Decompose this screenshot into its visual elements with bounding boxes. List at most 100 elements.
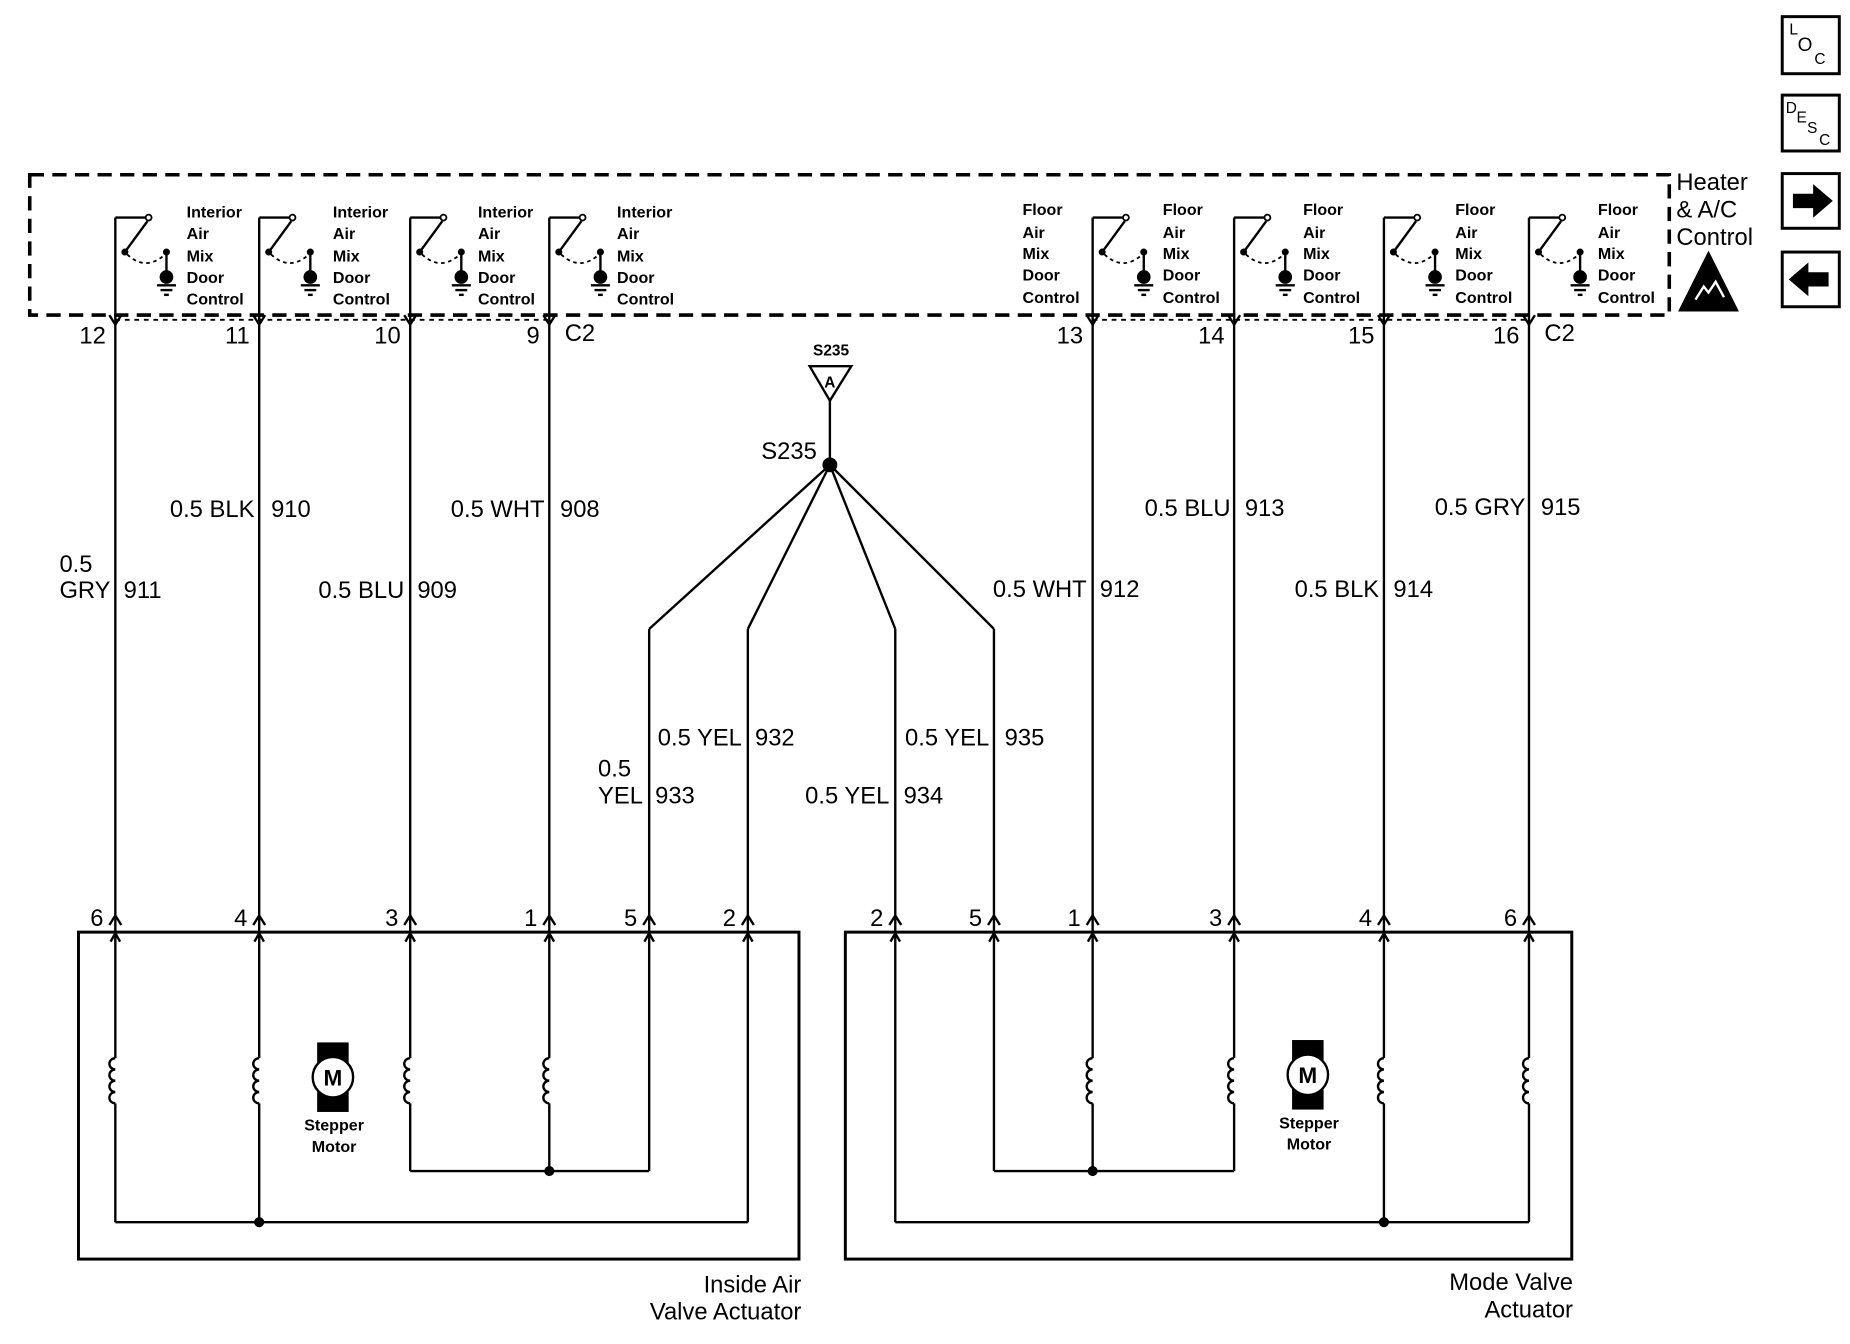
switch-label-line: Air xyxy=(1163,224,1185,242)
switch-label-line: Control xyxy=(333,290,390,308)
switch-label-line: Air xyxy=(1303,224,1325,242)
switch-ground-node xyxy=(159,270,174,284)
switch-label-line: Mix xyxy=(617,248,644,266)
actuator-name-line: Inside Air xyxy=(704,1271,802,1298)
switch-linkage xyxy=(270,252,311,264)
connector-name: C2 xyxy=(1544,320,1574,347)
splice-branch xyxy=(648,463,831,630)
actuator-pin-number: 1 xyxy=(524,905,537,932)
wire-circuit-number: 933 xyxy=(655,783,695,810)
switch-linkage xyxy=(560,252,602,264)
wire-size-color: 0.5 xyxy=(598,755,631,782)
motor-label: Motor xyxy=(312,1138,357,1156)
motor-label: Stepper xyxy=(304,1117,364,1135)
switch-label-line: Door xyxy=(1022,267,1059,285)
switch-label-line: Mix xyxy=(1022,245,1049,263)
switch-pivot xyxy=(265,248,273,256)
stepper-motor: M Stepper Motor xyxy=(304,1042,364,1156)
switch-linkage xyxy=(1245,252,1286,264)
desc-button-frame xyxy=(1780,93,1841,153)
switch-ground-node xyxy=(1428,270,1442,284)
esd-hand-mark xyxy=(1694,279,1726,301)
switch-label-line: Mix xyxy=(187,248,214,266)
switch-label-line: Floor xyxy=(1455,201,1495,219)
connector-terminal xyxy=(1085,314,1100,327)
wire-size-color: 0.5 YEL xyxy=(805,783,889,810)
actuator-pin-number: 3 xyxy=(385,905,398,932)
left-arrow-icon xyxy=(1788,262,1829,297)
wire-size-color: 0.5 WHT xyxy=(451,496,545,523)
wire-circuit-number: 935 xyxy=(1005,724,1045,751)
switch-label-line: Mix xyxy=(478,248,505,266)
switch-label-line: Door xyxy=(617,269,654,287)
connector-terminal xyxy=(1376,314,1391,327)
switch-label-line: Air xyxy=(478,225,500,243)
switch-label-line: Control xyxy=(1598,289,1655,307)
actuator-pin-number: 5 xyxy=(969,905,982,932)
switch-linkage xyxy=(421,252,462,264)
ground-icon xyxy=(1134,284,1154,297)
switch-label-line: Door xyxy=(187,269,224,287)
coil-winding xyxy=(542,1056,550,1105)
desc-letter: S xyxy=(1807,120,1817,137)
desc-button[interactable]: D E S C xyxy=(1780,93,1841,153)
coil-winding xyxy=(1227,1056,1235,1105)
coil-winding xyxy=(108,1056,116,1105)
actuator-pin-number: 6 xyxy=(1504,905,1517,932)
switch-contact-point xyxy=(1558,213,1567,222)
actuator-pin-number: 5 xyxy=(624,905,637,932)
door-control-switch xyxy=(549,213,610,297)
splice-branch xyxy=(746,464,831,630)
esd-warning-icon xyxy=(1678,250,1739,312)
actuator-pin-number: 2 xyxy=(870,905,883,932)
switch-ground-node xyxy=(1573,270,1587,284)
switch-blade xyxy=(1537,220,1563,253)
loc-button[interactable]: L O C xyxy=(1780,15,1841,76)
switch-contact-point xyxy=(1263,213,1272,222)
connector-terminal xyxy=(403,314,418,327)
switch-label-line: Mix xyxy=(1303,245,1330,263)
wire-circuit-number: 912 xyxy=(1100,576,1140,603)
switch-linkage xyxy=(1103,252,1145,264)
switch-label-line: Interior xyxy=(478,204,533,222)
switch-pivot xyxy=(416,248,424,256)
switch-linkage xyxy=(1540,252,1581,264)
switch-blade xyxy=(1101,220,1126,253)
ground-icon xyxy=(590,284,610,297)
wire-circuit-number: 910 xyxy=(271,496,311,523)
wire-label: 0.5 YEL 935 xyxy=(905,724,1044,751)
switch-label-line: Door xyxy=(1303,267,1340,285)
connector-terminal xyxy=(987,913,1001,926)
actuator-pin-number: 1 xyxy=(1068,905,1081,932)
door-control-switch xyxy=(115,213,176,297)
switch-ground-node xyxy=(454,270,469,284)
switch-label-line: Interior xyxy=(187,204,242,222)
actuator-pin-number: 3 xyxy=(1209,905,1222,932)
door-control-switch xyxy=(410,213,471,297)
switch-label-line: Control xyxy=(1022,289,1079,307)
connector-terminal xyxy=(252,913,267,926)
connector-pin-number: 9 xyxy=(527,323,540,350)
splice-symbol-triangle xyxy=(807,365,854,403)
door-control-switch xyxy=(1528,213,1590,297)
switch-contact-point xyxy=(1122,213,1130,222)
wire-size-color: 0.5 YEL xyxy=(905,724,989,751)
next-page-button[interactable] xyxy=(1780,172,1841,230)
previous-page-button[interactable] xyxy=(1780,250,1841,309)
wire-size-color: 0.5 BLU xyxy=(1145,495,1231,522)
switch-label-line: Interior xyxy=(617,204,672,222)
junction-dot xyxy=(1378,1217,1389,1228)
splice-branch xyxy=(829,464,995,630)
wire-size-color: GRY xyxy=(59,577,110,604)
connector-name: C2 xyxy=(565,320,595,347)
coil-winding xyxy=(1521,1056,1530,1105)
switch-label-line: Control xyxy=(187,290,244,308)
